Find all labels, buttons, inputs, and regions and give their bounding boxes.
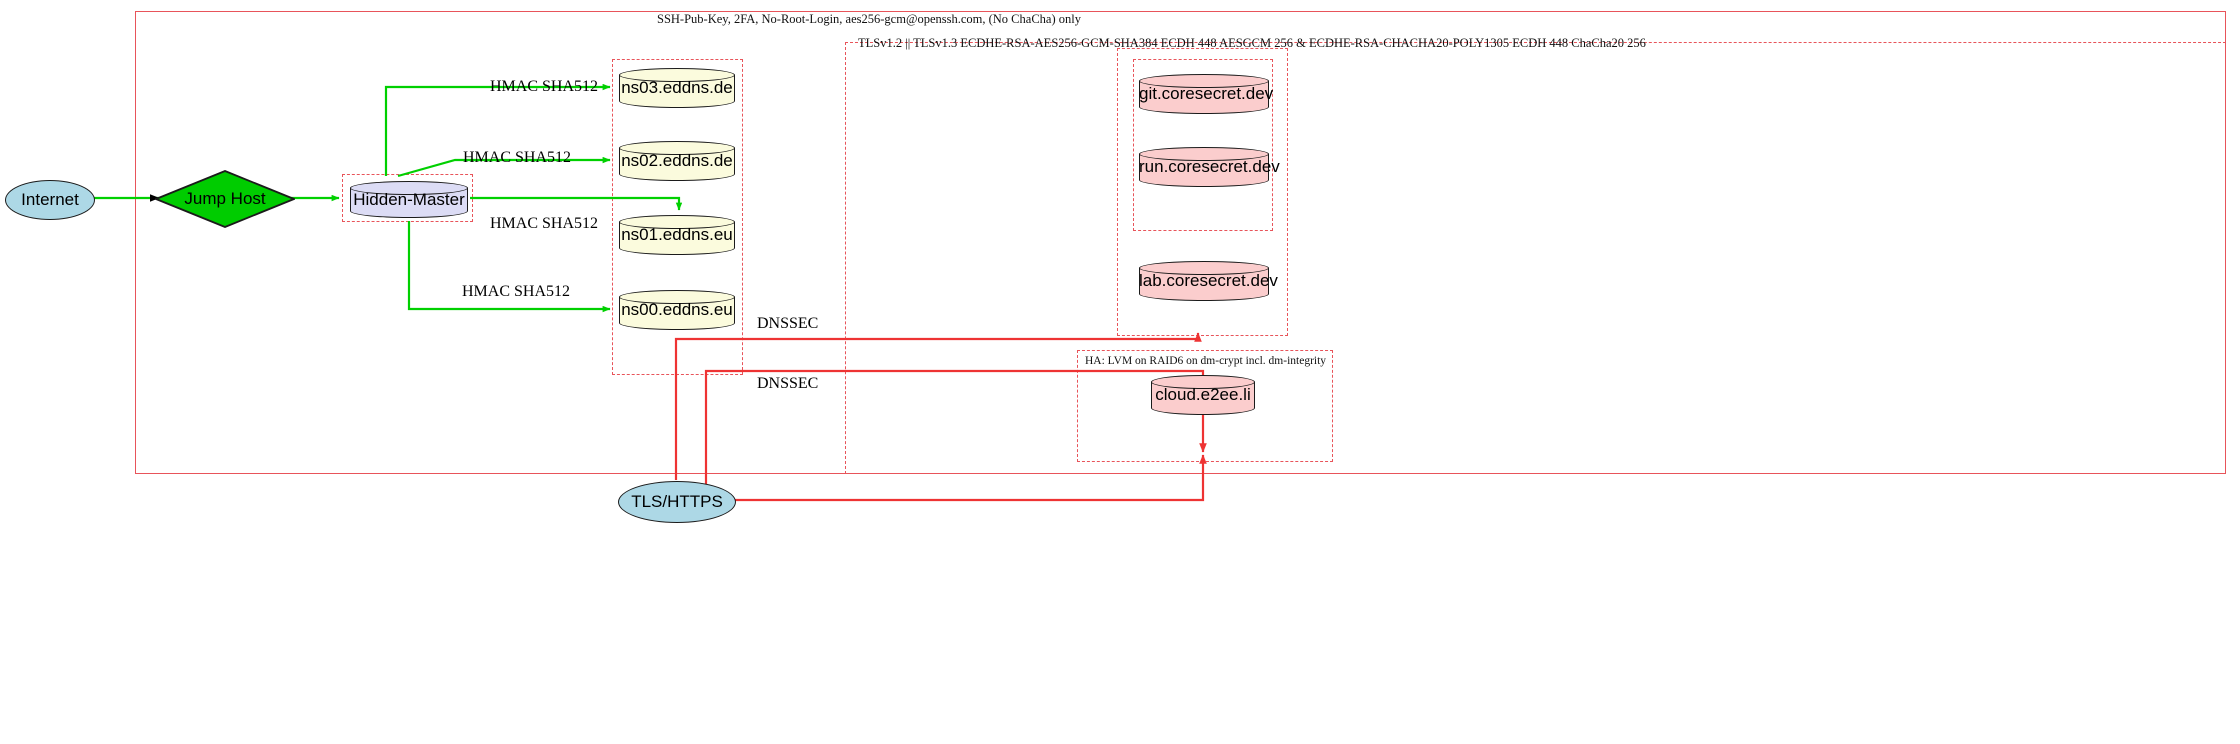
node-hidden-master-label: Hidden-Master	[353, 189, 465, 209]
node-cloud-e2ee[interactable]: cloud.e2ee.li	[1151, 375, 1255, 415]
cylinder-top	[619, 290, 735, 304]
node-cloud-e2ee-label: cloud.e2ee.li	[1155, 385, 1251, 404]
node-tls-https[interactable]: TLS/HTTPS	[618, 481, 736, 523]
node-ns01-label: ns01.eddns.eu	[621, 225, 733, 244]
node-internet[interactable]: Internet	[5, 180, 95, 220]
node-git-coresecret-label: git.coresecret.dev	[1139, 84, 1274, 103]
node-git-coresecret[interactable]: git.coresecret.dev	[1139, 74, 1274, 114]
edge-label-hmac-ns03: HMAC SHA512	[490, 78, 599, 95]
edge-label-dnssec-upper: DNSSEC	[757, 315, 819, 332]
node-run-coresecret-label: run.coresecret.dev	[1139, 157, 1280, 176]
node-hidden-master[interactable]: Hidden-Master	[350, 181, 468, 218]
cylinder-top	[619, 215, 735, 229]
diamond-shape	[155, 170, 295, 228]
node-run-coresecret[interactable]: run.coresecret.dev	[1139, 147, 1280, 187]
cylinder-top	[619, 68, 735, 82]
cylinder-top	[1151, 375, 1255, 389]
node-ns03-label: ns03.eddns.de	[621, 78, 733, 97]
edge-label-hmac-ns02: HMAC SHA512	[463, 149, 572, 166]
node-lab-coresecret-label: lab.coresecret.dev	[1139, 271, 1278, 290]
node-lab-coresecret[interactable]: lab.coresecret.dev	[1139, 261, 1278, 301]
node-ns02-label: ns02.eddns.de	[621, 151, 733, 170]
node-ns00[interactable]: ns00.eddns.eu	[619, 290, 735, 330]
node-ns01[interactable]: ns01.eddns.eu	[619, 215, 735, 255]
node-jump-host-label: Jump Host	[184, 189, 266, 208]
edge-label-hmac-ns01: HMAC SHA512	[490, 215, 599, 232]
cylinder-top	[1139, 261, 1269, 275]
cluster-coresecret-inner	[1133, 59, 1273, 231]
caption-tls-policy: TLSv1.2 || TLSv1.3 ECDHE-RSA-AES256-GCM-…	[858, 36, 1646, 50]
node-internet-label: Internet	[21, 190, 79, 209]
node-tls-https-label: TLS/HTTPS	[631, 492, 723, 511]
caption-ha-policy: HA: LVM on RAID6 on dm-crypt incl. dm-in…	[1085, 355, 1327, 367]
cylinder-top	[350, 181, 468, 195]
cylinder-top	[619, 141, 735, 155]
cylinder-top	[1139, 74, 1269, 88]
node-jump-host[interactable]: Jump Host	[155, 170, 295, 228]
cluster-dns-group	[612, 59, 743, 375]
node-ns03[interactable]: ns03.eddns.de	[619, 68, 735, 108]
caption-ssh-policy: SSH-Pub-Key, 2FA, No-Root-Login, aes256-…	[657, 12, 1081, 26]
edge-label-hmac-ns00: HMAC SHA512	[462, 283, 571, 300]
node-ns02[interactable]: ns02.eddns.de	[619, 141, 735, 181]
node-ns00-label: ns00.eddns.eu	[621, 300, 733, 319]
cluster-coresecret-outer	[1117, 48, 1288, 336]
cylinder-top	[1139, 147, 1269, 161]
edge-label-dnssec-lower: DNSSEC	[757, 375, 819, 392]
cluster-tls-boundary	[845, 42, 2226, 474]
